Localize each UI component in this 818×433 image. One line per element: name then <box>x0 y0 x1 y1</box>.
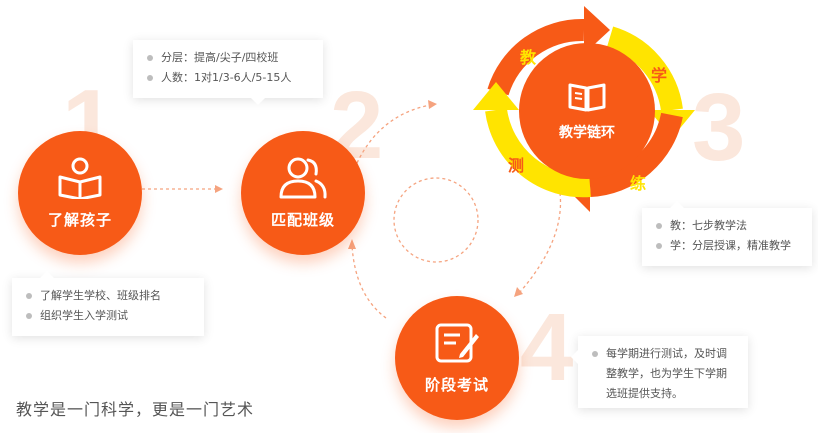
step-number-3: 3 <box>692 74 746 181</box>
child-reading-icon <box>56 157 104 203</box>
card-teaching-cycle: 教：七步教学法 学：分层授课，精准教学 <box>642 201 812 266</box>
edit-document-icon <box>434 322 480 368</box>
cycle-title: 教学链环 <box>559 125 615 141</box>
step-label: 了解孩子 <box>47 210 112 229</box>
connector-cycle-left <box>351 244 387 319</box>
connector-cycle-right-arrow <box>514 287 523 297</box>
cycle-word-teach: 教 <box>520 48 537 67</box>
card-item: 了解学生学校、班级排名 <box>26 286 190 306</box>
step-number-4: 4 <box>520 294 574 401</box>
step-label: 阶段考试 <box>424 375 489 394</box>
cycle-arrow-test <box>473 82 519 110</box>
connector-cycle-right <box>519 192 562 293</box>
cycle-arc-learn <box>606 26 683 112</box>
book-icon <box>567 80 607 116</box>
cycle-word-learn: 学 <box>651 66 668 85</box>
step-match-class[interactable]: 匹配班级 <box>241 131 365 255</box>
cycle-word-practice: 练 <box>630 174 647 193</box>
cycle-arc-practice <box>589 112 683 197</box>
step-stage-exam[interactable]: 阶段考试 <box>395 296 519 420</box>
connector-1-2-arrow <box>215 185 223 193</box>
connector-cycle-top-arrow <box>428 100 437 109</box>
card-match-class: 分层：提高/尖子/四校班 人数：1对1/3-6人/5-15人 <box>133 40 323 105</box>
cycle-arc-teach <box>487 19 585 96</box>
card-item: 人数：1对1/3-6人/5-15人 <box>147 68 309 88</box>
card-understand-child: 了解学生学校、班级排名 组织学生入学测试 <box>12 271 204 336</box>
card-stage-exam: 每学期进行测试，及时调整教学，也为学生下学期选班提供支持。 <box>571 336 748 408</box>
card-item: 分层：提高/尖子/四校班 <box>147 48 309 68</box>
cycle-arc-test <box>485 108 591 198</box>
card-item: 组织学生入学测试 <box>26 306 190 326</box>
connector-cycle-top <box>356 104 431 164</box>
connector-cycle-left-arrow <box>348 239 356 249</box>
card-item: 教：七步教学法 <box>656 216 798 236</box>
step-label: 匹配班级 <box>270 210 335 229</box>
cycle-center-content[interactable]: 教学链环 <box>519 43 655 179</box>
inner-dashed-circle <box>393 177 479 263</box>
cycle-word-test: 测 <box>508 156 525 175</box>
tagline: 教学是一门科学，更是一门艺术 <box>16 400 255 419</box>
step-understand-child[interactable]: 了解孩子 <box>18 131 142 255</box>
cycle-arrow-teach <box>584 6 610 54</box>
users-icon <box>278 157 328 203</box>
card-item: 学：分层授课，精准教学 <box>656 236 798 256</box>
card-item: 每学期进行测试，及时调整教学，也为学生下学期选班提供支持。 <box>592 344 734 404</box>
